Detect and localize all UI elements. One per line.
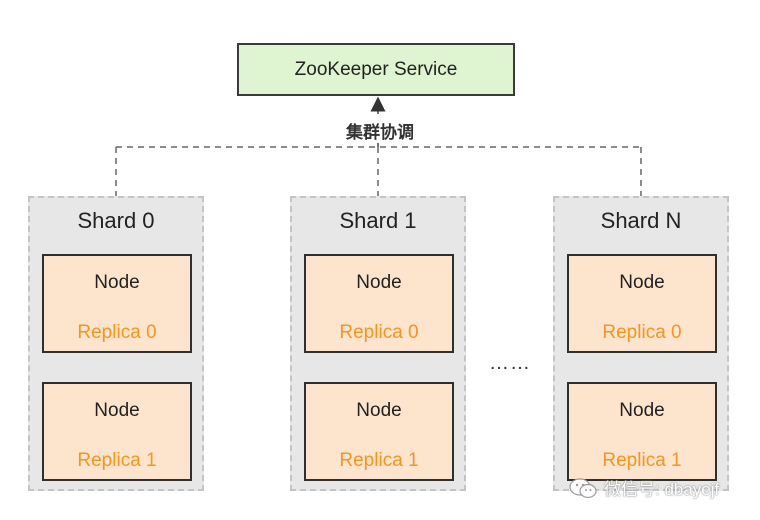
node-replica-0: Node Replica 0 bbox=[567, 254, 717, 353]
shard-title: Shard 1 bbox=[339, 208, 417, 233]
shard-n: Shard N Node Replica 0 Node Replica 1 bbox=[553, 196, 729, 491]
node-label: Node bbox=[356, 400, 402, 421]
replica-label: Replica 1 bbox=[339, 450, 419, 471]
wechat-icon bbox=[569, 477, 597, 498]
shard-0: Shard 0 Node Replica 0 Node Replica 1 bbox=[28, 196, 204, 491]
node-replica-0: Node Replica 0 bbox=[304, 254, 454, 353]
node-replica-0: Node Replica 0 bbox=[42, 254, 192, 353]
replica-label: Replica 0 bbox=[339, 322, 419, 343]
node-replica-1: Node Replica 1 bbox=[42, 382, 192, 481]
replica-label: Replica 0 bbox=[602, 322, 682, 343]
node-label: Node bbox=[619, 400, 665, 421]
replica-label: Replica 1 bbox=[602, 450, 682, 471]
shard-1: Shard 1 Node Replica 0 Node Replica 1 bbox=[290, 196, 466, 491]
node-replica-1: Node Replica 1 bbox=[304, 382, 454, 481]
replica-label: Replica 0 bbox=[77, 322, 157, 343]
node-label: Node bbox=[356, 272, 402, 293]
node-label: Node bbox=[94, 272, 140, 293]
shard-title: Shard 0 bbox=[77, 208, 155, 233]
more-shards-ellipsis: …… bbox=[489, 352, 531, 374]
watermark-text: 微信号: dbayejf bbox=[604, 480, 720, 499]
node-replica-1: Node Replica 1 bbox=[567, 382, 717, 481]
shard-title: Shard N bbox=[600, 208, 682, 233]
watermark: 微信号: dbayejf bbox=[568, 475, 719, 500]
coordination-label: 集群协调 bbox=[300, 118, 460, 143]
replica-label: Replica 1 bbox=[77, 450, 157, 471]
zookeeper-service-box: ZooKeeper Service bbox=[237, 43, 515, 96]
node-label: Node bbox=[619, 272, 665, 293]
zookeeper-service-label: ZooKeeper Service bbox=[294, 58, 458, 80]
node-label: Node bbox=[94, 400, 140, 421]
